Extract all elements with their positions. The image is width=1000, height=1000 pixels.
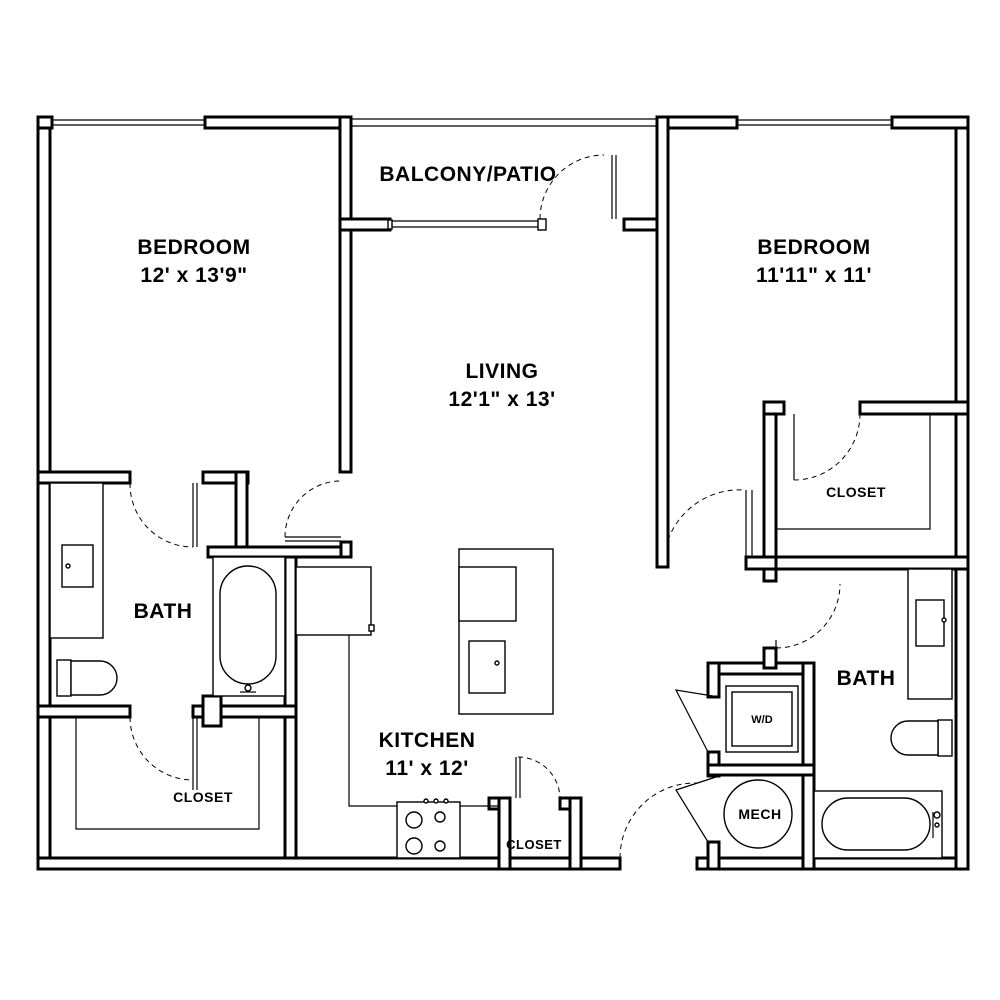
bedroom-left-dims: 12' x 13'9"	[140, 264, 247, 287]
room-labels: BEDROOM 12' x 13'9" BALCONY/PATIO BEDROO…	[134, 163, 896, 852]
mech-name: MECH	[738, 806, 781, 822]
water-heater-icon	[723, 779, 793, 849]
utility-fixtures	[723, 685, 799, 849]
walls	[36, 115, 970, 871]
closet-shelves	[75, 155, 931, 830]
door-swings	[129, 154, 861, 859]
balcony-name: BALCONY/PATIO	[379, 163, 556, 186]
kitchen-fixtures	[295, 548, 554, 859]
closet-left-name: CLOSET	[173, 789, 233, 805]
washer-dryer-name: W/D	[751, 714, 772, 726]
kitchen-dims: 11' x 12'	[385, 757, 468, 780]
living-name: LIVING	[465, 360, 538, 383]
bath-left-fixtures	[49, 482, 286, 697]
refrigerator-icon	[295, 566, 372, 636]
bedroom-left-name: BEDROOM	[137, 236, 250, 259]
living-dims: 12'1" x 13'	[448, 388, 555, 411]
sink-icon	[915, 599, 945, 647]
bath-right-fixtures	[813, 568, 953, 859]
kitchen-name: KITCHEN	[379, 729, 476, 752]
toilet-icon	[937, 719, 953, 757]
bedroom-right-dims: 11'11" x 11'	[756, 264, 872, 287]
closet-kitchen-name: CLOSET	[506, 837, 562, 852]
toilet-icon	[56, 659, 72, 697]
sink-icon	[468, 640, 506, 694]
closet-right-name: CLOSET	[826, 484, 886, 500]
bedroom-right-name: BEDROOM	[757, 236, 870, 259]
bath-left-name: BATH	[134, 600, 193, 623]
bath-right-name: BATH	[837, 667, 896, 690]
